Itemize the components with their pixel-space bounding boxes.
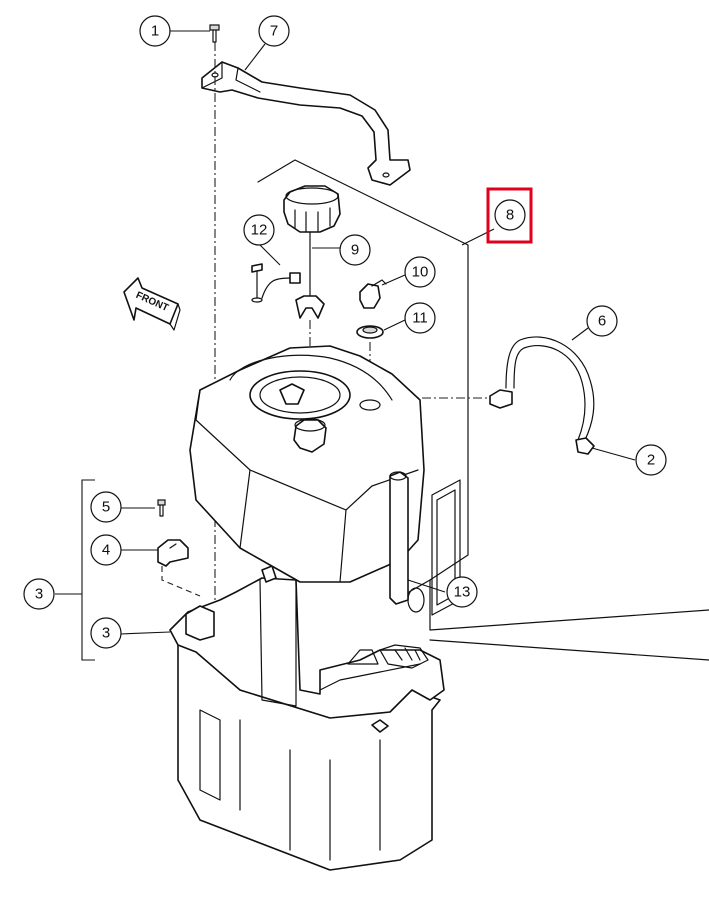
- callout-3-group-label: 3: [35, 586, 43, 603]
- callout-7: 7: [258, 15, 290, 47]
- callout-13: 13: [446, 576, 478, 608]
- callout-4-label: 4: [102, 542, 110, 559]
- callout-9-label: 9: [351, 242, 359, 259]
- callout-3-label: 3: [102, 625, 110, 642]
- callout-2: 2: [635, 444, 667, 476]
- callout-2-label: 2: [647, 452, 655, 469]
- callout-8-label: 8: [506, 207, 514, 224]
- screw-part-1: [209, 24, 220, 43]
- callout-10: 10: [404, 256, 436, 288]
- grommet: [356, 325, 384, 339]
- callout-9: 9: [339, 234, 371, 266]
- sender-wire: [251, 263, 301, 303]
- callout-1-label: 1: [151, 23, 159, 40]
- front-arrow: FRONT: [123, 277, 181, 331]
- callout-12-label: 12: [251, 222, 268, 239]
- dashed-guide-bracket: [161, 566, 201, 597]
- callout-5: 5: [90, 491, 122, 523]
- fuel-tank: [189, 345, 425, 605]
- callout-13-label: 13: [454, 584, 471, 601]
- vent-hose: [489, 336, 595, 455]
- callout-4: 4: [90, 534, 122, 566]
- callout-5-label: 5: [102, 499, 110, 516]
- callout-11-label: 11: [412, 310, 428, 327]
- leader-lines: [55, 30, 636, 635]
- vent-valve: [359, 279, 387, 309]
- callout-3-group: 3: [23, 578, 55, 610]
- bracket-part-4: [157, 539, 189, 567]
- callout-6-label: 6: [598, 313, 606, 330]
- screw-part-5: [157, 499, 166, 517]
- callout-10-label: 10: [412, 264, 429, 281]
- callout-11: 11: [404, 302, 436, 334]
- tank-tray: [169, 565, 445, 871]
- group-bracket-3: [81, 479, 95, 661]
- callout-3: 3: [90, 617, 122, 649]
- callout-12: 12: [243, 214, 275, 246]
- callout-7-label: 7: [270, 23, 278, 40]
- fuel-cap: [283, 185, 341, 319]
- callout-6: 6: [586, 305, 618, 337]
- callout-8: 8: [486, 187, 533, 244]
- callout-8-highlight-box: [486, 187, 533, 244]
- tank-strap: [201, 61, 411, 186]
- callout-1: 1: [139, 15, 171, 47]
